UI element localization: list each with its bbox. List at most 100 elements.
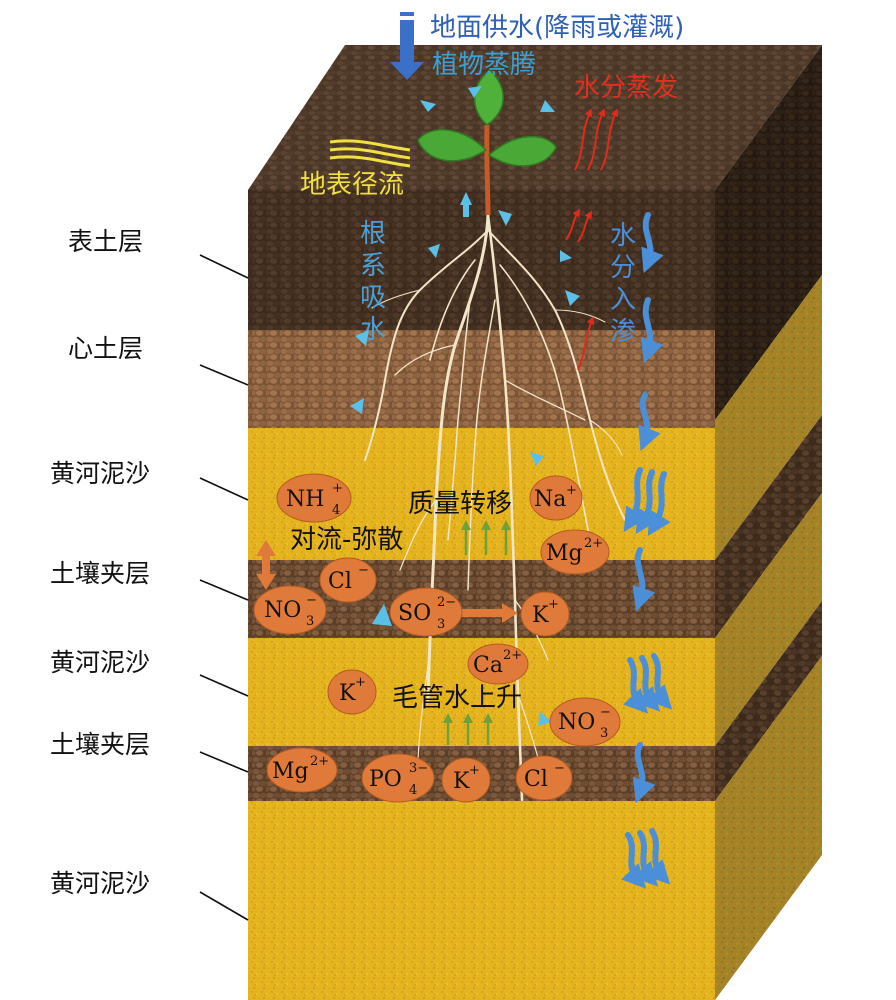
leader-line: [199, 674, 249, 697]
layer-label-sand-3: 黄河泥沙: [50, 869, 150, 898]
svg-text:3−: 3−: [409, 761, 428, 776]
svg-text:−: −: [554, 761, 565, 776]
svg-text:2−: 2−: [437, 595, 456, 610]
layer-label-sand-2: 黄河泥沙: [50, 648, 150, 677]
leader-line: [199, 751, 249, 773]
svg-text:3: 3: [437, 617, 445, 632]
uptake-arrow: [350, 398, 364, 414]
infiltration-label: 水 分 入 渗: [610, 221, 636, 347]
uptake-arrow: [355, 330, 369, 346]
svg-text:−: −: [600, 705, 611, 720]
svg-text:Mg: Mg: [546, 541, 583, 566]
leader-line: [199, 254, 249, 279]
svg-text:4: 4: [332, 503, 340, 518]
svg-text:SO: SO: [398, 601, 431, 626]
side-sand-1: [715, 275, 822, 560]
ion-so3: SO 2− 3: [389, 587, 463, 637]
svg-text:NH: NH: [286, 487, 324, 512]
capillary-arrows: [443, 520, 511, 745]
uptake-arrows: [350, 192, 580, 726]
leaf-top: [473, 69, 504, 126]
ion-ca: Ca 2+: [467, 643, 529, 685]
svg-text:−: −: [358, 563, 369, 578]
svg-text:Cl: Cl: [328, 569, 352, 594]
ion-nh4: NH + 4: [276, 473, 352, 523]
uptake-arrow: [428, 244, 440, 258]
exchange-arrow-vertical: [256, 540, 276, 590]
svg-text:+: +: [566, 483, 577, 498]
surface-supply-arrow: [390, 12, 424, 80]
svg-text:NO: NO: [558, 710, 595, 735]
infiltration-arrows: [621, 212, 673, 889]
side-interlayer-2: [715, 601, 822, 801]
surface-runoff-label: 地表径流: [300, 170, 404, 200]
side-topsoil: [715, 45, 822, 420]
ion-no3: NO − 3: [253, 585, 327, 635]
leaf-left: [417, 129, 488, 162]
leader-line: [199, 579, 249, 601]
transpiration-arrow: [468, 86, 482, 98]
evaporation-label: 水分蒸发: [574, 73, 678, 103]
ion-cl: Cl −: [319, 557, 377, 603]
svg-text:NO: NO: [264, 598, 301, 623]
infiltration-char: 分: [610, 253, 636, 283]
layer-label-sand-1: 黄河泥沙: [50, 459, 150, 488]
leader-line: [199, 364, 249, 386]
surface-supply-label: 地面供水(降雨或灌溉): [430, 13, 684, 43]
svg-text:Na: Na: [534, 487, 566, 512]
uptake-arrow: [530, 452, 544, 466]
ion-k: K +: [441, 757, 491, 803]
ion-group: NH + 4 Na + Mg 2+ Cl − NO − 3: [253, 473, 621, 803]
svg-text:3: 3: [600, 726, 608, 741]
ion-na: Na +: [529, 475, 583, 521]
layer-label-subsoil: 心土层: [68, 334, 143, 363]
ion-mg: Mg 2+: [540, 529, 610, 575]
svg-text:K: K: [532, 603, 549, 628]
layer-label-interlayer-1: 土壤夹层: [50, 559, 150, 588]
uptake-arrow: [565, 290, 580, 306]
uptake-arrow: [460, 192, 472, 205]
ion-k: K +: [327, 669, 377, 715]
transpiration-arrow: [420, 100, 436, 112]
svg-text:Mg: Mg: [272, 759, 309, 784]
svg-text:3: 3: [306, 614, 314, 629]
layer-labels: 表土层 心土层 黄河泥沙 土壤夹层 黄河泥沙 土壤夹层 黄河泥沙: [50, 227, 249, 921]
uptake-arrow: [538, 712, 552, 726]
svg-text:K: K: [453, 769, 470, 794]
svg-text:+: +: [548, 597, 559, 612]
ion-mg: Mg 2+: [266, 747, 338, 793]
ion-k: K +: [520, 591, 570, 637]
transpiration-arrows: [420, 86, 555, 112]
side-sand-3: [715, 656, 822, 1000]
uptake-arrow: [372, 604, 392, 626]
infiltration-char: 水: [610, 221, 636, 251]
svg-text:4: 4: [409, 783, 417, 798]
convection-diffusion-label: 对流-弥散: [290, 525, 403, 555]
transpiration-arrow: [540, 100, 555, 112]
infiltration-char: 渗: [610, 317, 636, 347]
svg-text:Cl: Cl: [524, 767, 548, 792]
svg-text:2+: 2+: [584, 536, 603, 551]
surface-runoff-lines: [329, 139, 411, 168]
leader-line: [199, 477, 249, 501]
evaporation-arrows: [565, 108, 619, 371]
root-uptake-char: 根: [360, 219, 386, 249]
root-uptake-char: 系: [360, 251, 386, 281]
transpiration-label: 植物蒸腾: [432, 50, 536, 80]
svg-text:Ca: Ca: [473, 653, 503, 678]
leader-line: [199, 891, 249, 921]
ion-no3: NO − 3: [549, 697, 621, 747]
uptake-arrow: [560, 250, 572, 262]
svg-text:2+: 2+: [503, 648, 522, 663]
plant-seedling: [417, 69, 557, 216]
svg-text:+: +: [355, 675, 366, 690]
svg-text:PO: PO: [369, 767, 402, 792]
plant-stem: [484, 124, 491, 216]
layer-label-topsoil: 表土层: [68, 227, 143, 256]
layer-label-interlayer-2: 土壤夹层: [50, 730, 150, 759]
svg-text:−: −: [306, 593, 317, 608]
uptake-arrow: [498, 210, 512, 226]
front-sand-3: [248, 801, 715, 1000]
infiltration-char: 入: [610, 285, 636, 315]
